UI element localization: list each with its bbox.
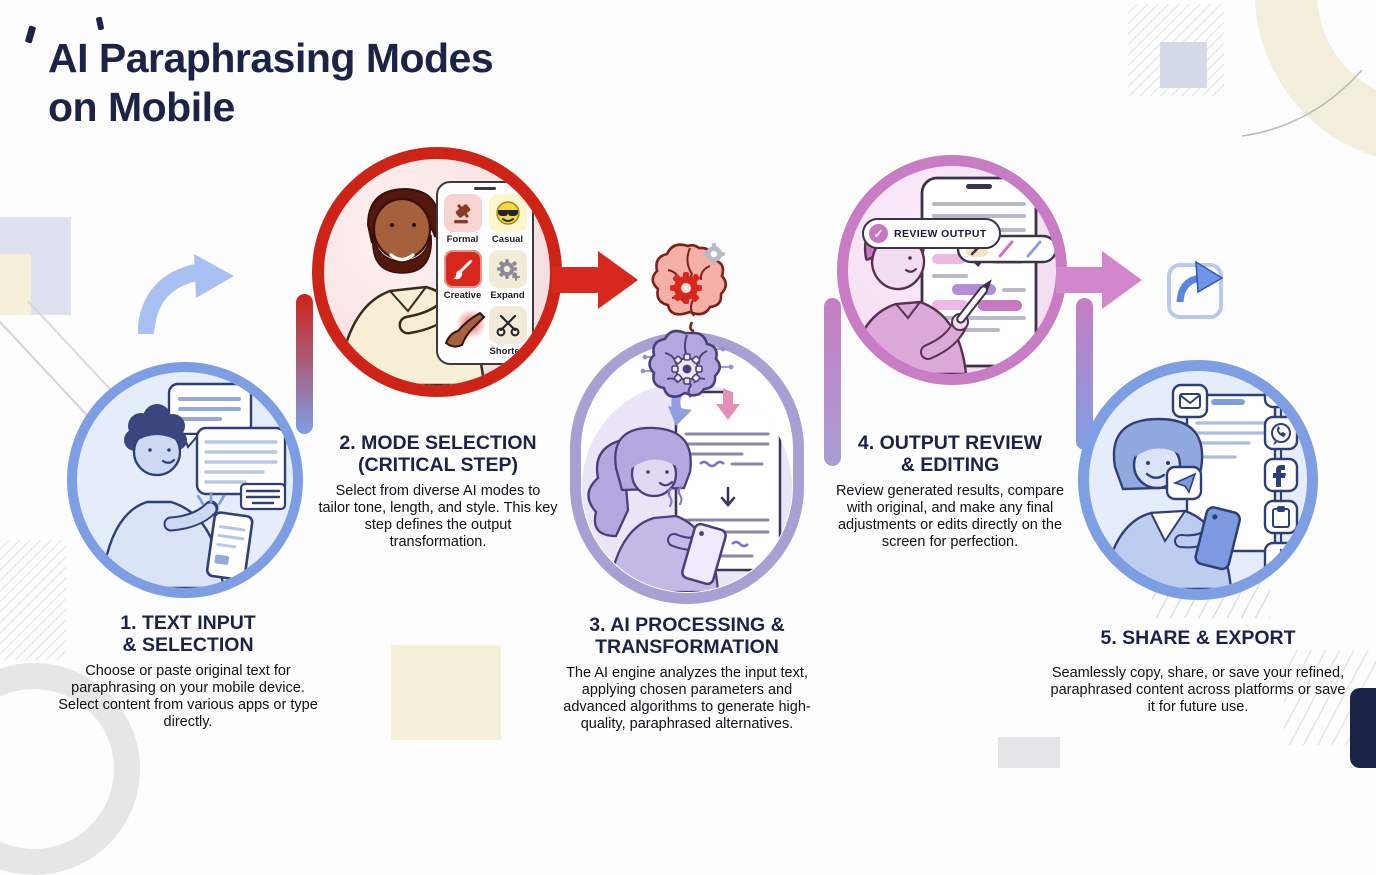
download-icon [1263, 541, 1299, 577]
whatsapp-icon [1263, 415, 1299, 451]
speech-bubble-icon [167, 382, 253, 449]
gear-icon [670, 272, 702, 304]
title-line-1: AI Paraphrasing Modes [48, 35, 494, 81]
telegram-icon [1165, 465, 1203, 501]
check-icon: ✓ [869, 224, 888, 243]
beige-square-decoration [391, 645, 501, 740]
step4-circle: ✓ REVIEW OUTPUT [837, 155, 1067, 385]
tick-decoration [95, 16, 105, 31]
step1-illustration [77, 372, 293, 588]
clipboard-icon [1263, 499, 1299, 535]
review-output-badge: ✓ REVIEW OUTPUT [862, 218, 1001, 249]
step2-heading: 2. MODE SELECTION(CRITICAL STEP) [339, 432, 537, 477]
step5-heading: 5. SHARE & EXPORT [1100, 627, 1296, 649]
step5-description: Seamlessly copy, share, or save your ref… [1050, 665, 1346, 715]
step2-illustration: Formal Casual [324, 159, 550, 385]
keyboard-icon [239, 482, 287, 511]
scissors-icon [496, 314, 519, 337]
mail-icon [1171, 383, 1209, 419]
step2-description: Select from diverse AI modes to tailor t… [318, 483, 558, 550]
pink-arrow-icon [1056, 251, 1142, 309]
step4-description: Review generated results, compare with o… [835, 483, 1065, 550]
mode-selection-phone: Formal Casual [436, 181, 534, 365]
title-line-2: on Mobile [48, 84, 235, 131]
mode-option-casual[interactable]: Casual [488, 194, 527, 245]
step2-circle: Formal Casual [312, 147, 562, 397]
person-figure [99, 404, 225, 588]
phone-icon [205, 511, 254, 581]
step5-circle [1078, 360, 1318, 600]
curved-line-decoration [1241, 69, 1363, 137]
sunglasses-face-icon [495, 201, 520, 225]
step5-illustration [1089, 371, 1307, 589]
navy-bar-decoration [1350, 688, 1376, 768]
page-title: AI Paraphrasing Modes on Mobile [48, 34, 494, 132]
step2-caption: 2. MODE SELECTION(CRITICAL STEP) Select … [318, 432, 558, 551]
beige-ring-decoration [1255, 0, 1376, 164]
connector-step1-step2 [296, 294, 313, 434]
step3-illustration [582, 382, 792, 592]
mode-option-expand[interactable]: Expand [488, 250, 527, 301]
gear-plus-icon [496, 259, 520, 281]
gear-icon [671, 353, 703, 385]
tick-decoration [24, 25, 37, 44]
step4-heading: 4. OUTPUT REVIEW& EDITING [857, 432, 1043, 477]
swoosh-arrow-icon [138, 254, 234, 334]
step4-illustration: ✓ REVIEW OUTPUT [848, 166, 1056, 374]
step1-circle [67, 362, 303, 598]
square-decoration [1160, 42, 1207, 88]
pointing-hand [444, 311, 486, 348]
stylus-icon [956, 279, 992, 324]
mode-option-shorten[interactable]: Shorten [488, 306, 527, 357]
mode-option-creative[interactable]: Creative [443, 250, 482, 301]
brain-gears-icon [651, 243, 728, 332]
square-decoration [0, 217, 71, 315]
gavel-icon [453, 204, 470, 224]
step1-caption: 1. TEXT INPUT& SELECTION Choose or paste… [50, 612, 326, 731]
step3-heading: 3. AI PROCESSING &TRANSFORMATION [589, 614, 785, 659]
ai-brain-icon [640, 329, 734, 398]
gray-square-decoration [998, 737, 1060, 768]
step3-caption: 3. AI PROCESSING &TRANSFORMATION The AI … [554, 614, 820, 733]
step1-heading: 1. TEXT INPUT& SELECTION [120, 612, 256, 657]
sparkle-lines [196, 491, 226, 506]
paintbrush-icon [452, 260, 472, 280]
phone-icon [681, 522, 727, 586]
phone-notch [474, 187, 496, 190]
mode-option-formal[interactable]: Formal [443, 194, 482, 245]
facebook-icon [1263, 457, 1299, 493]
red-arrow-icon [552, 251, 638, 309]
step5-caption: 5. SHARE & EXPORT Seamlessly copy, share… [1046, 627, 1350, 716]
step3-description: The AI engine analyzes the input text, a… [563, 665, 811, 732]
step4-caption: 4. OUTPUT REVIEW& EDITING Review generat… [826, 432, 1074, 551]
share-export-icon [1167, 260, 1224, 319]
share-apps-column [1263, 373, 1299, 579]
squiggle-marks [667, 485, 683, 508]
step3-stadium [570, 329, 804, 604]
gear-icon [703, 243, 725, 265]
mail-icon [1263, 373, 1299, 409]
connector-step4-step5 [1076, 298, 1093, 450]
beige-square-decoration [0, 254, 31, 315]
step1-description: Choose or paste original text for paraph… [58, 663, 318, 730]
hatch-lines-decoration [1128, 4, 1224, 96]
connector-step3-step4 [824, 298, 841, 466]
